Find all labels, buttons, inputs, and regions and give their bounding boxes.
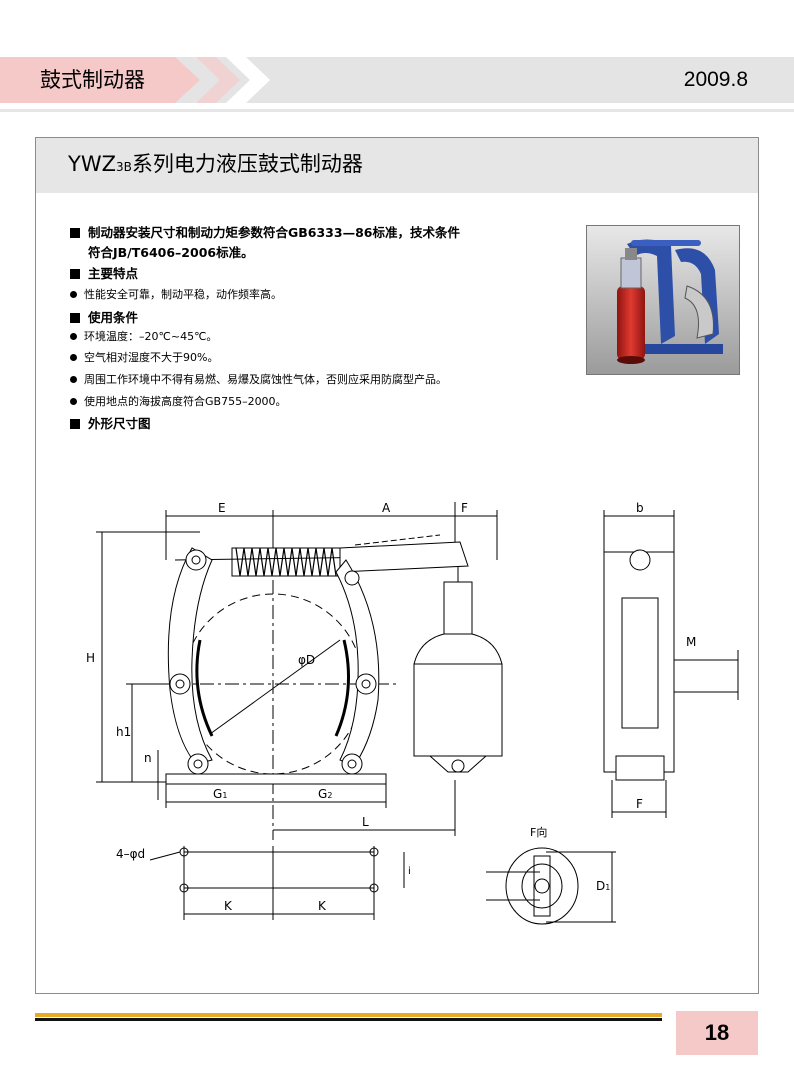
square-bullet-icon <box>70 313 80 323</box>
intro-line-1: 制动器安装尺寸和制动力矩参数符合GB6333—86标准，技术条件 <box>88 225 460 240</box>
dot-bullet-icon <box>70 291 77 298</box>
square-bullet-icon <box>70 228 80 238</box>
label-l: L <box>362 815 369 829</box>
label-phi-d: φD <box>298 653 315 667</box>
section-title: 鼓式制动器 <box>40 68 145 92</box>
product-title-rest: 系列电力液压鼓式制动器 <box>131 152 363 176</box>
label-f-top: F <box>461 501 468 515</box>
dot-bullet-icon <box>70 376 77 383</box>
label-k1: K <box>224 899 233 913</box>
label-h: H <box>86 651 95 665</box>
intro-paragraph: 制动器安装尺寸和制动力矩参数符合GB6333—86标准，技术条件 符合JB/T6… <box>70 223 540 263</box>
footer-black-rule <box>35 1018 662 1021</box>
label-holes: 4–φd <box>116 847 145 861</box>
label-b: b <box>636 501 644 515</box>
dot-bullet-icon <box>70 398 77 405</box>
content-panel <box>35 137 759 994</box>
product-title-sub: 3B <box>115 160 132 174</box>
header-underline <box>0 109 794 112</box>
panel-title-bar <box>36 138 758 193</box>
drawing-heading: 外形尺寸图 <box>70 415 151 433</box>
dot-bullet-icon <box>70 333 77 340</box>
square-bullet-icon <box>70 269 80 279</box>
product-title-main: YWZ <box>68 152 116 176</box>
label-f-view: F向 <box>530 825 547 839</box>
condition-item: 使用地点的海拔高度符合GB755–2000。 <box>70 394 287 410</box>
condition-item: 环境温度：–20℃~45℃。 <box>70 329 217 345</box>
page-number-box <box>676 1011 758 1055</box>
feature-item: 性能安全可靠，制动平稳，动作频率高。 <box>70 287 282 303</box>
label-k2: K <box>318 899 327 913</box>
footer-gold-rule <box>35 1013 662 1017</box>
product-title: YWZ3B系列电力液压鼓式制动器 <box>68 148 363 183</box>
label-f-side: F <box>636 797 643 811</box>
dimension-drawing: E A F b H h1 n φD G1 G2 L M F 4–φd K K i… <box>86 501 739 925</box>
label-a: A <box>382 501 391 515</box>
product-photo <box>586 225 740 375</box>
label-g2: G2 <box>318 787 332 801</box>
label-n: n <box>144 751 152 765</box>
label-e: E <box>218 501 226 515</box>
condition-item: 空气相对湿度不大于90%。 <box>70 350 218 366</box>
label-d1: D1 <box>596 879 610 893</box>
section-tab <box>0 57 200 103</box>
condition-item: 周围工作环境中不得有易燃、易爆及腐蚀性气体，否则应采用防腐型产品。 <box>70 372 447 388</box>
chevron-arrows-icon <box>196 57 270 103</box>
dot-bullet-icon <box>70 354 77 361</box>
issue-date: 2009.8 <box>683 68 748 91</box>
features-heading: 主要特点 <box>70 265 138 283</box>
label-h1: h1 <box>116 725 131 739</box>
intro-line-2: 符合JB/T6406–2006标准。 <box>88 245 254 260</box>
conditions-heading: 使用条件 <box>70 309 138 327</box>
label-g1: G1 <box>213 787 227 801</box>
label-i: i <box>408 866 411 877</box>
square-bullet-icon <box>70 419 80 429</box>
page-number: 18 <box>704 1020 730 1045</box>
label-m: M <box>686 635 696 649</box>
